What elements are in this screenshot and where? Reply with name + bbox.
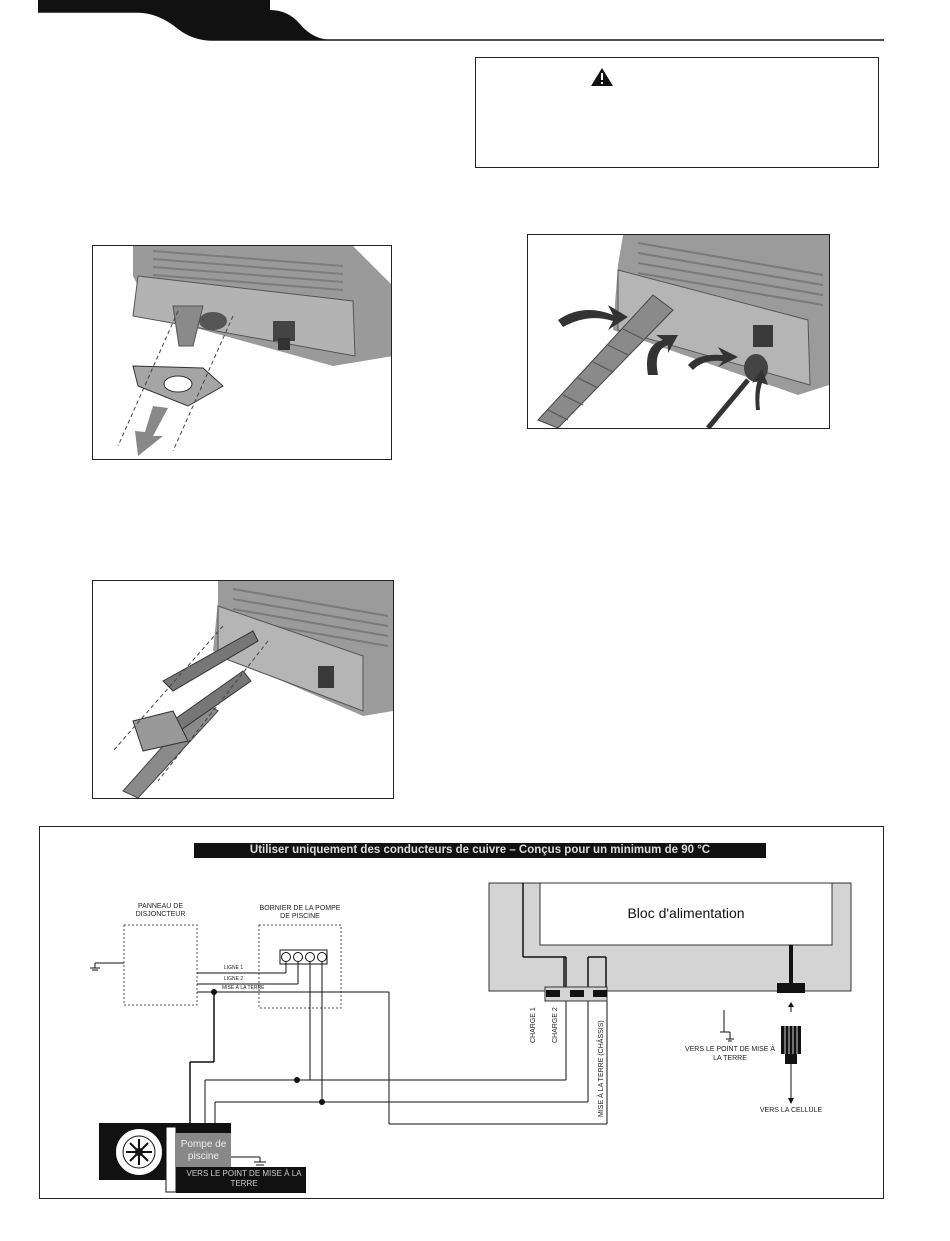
wiring-diagram: Utiliser uniquement des conducteurs de c… [39,826,884,1199]
to-ground-point-label: VERS LE POINT DE MISE À LA TERRE [684,1046,776,1062]
charge2-label: CHARGE 2 [552,1007,559,1043]
wiring-banner [194,843,766,858]
pump-ground-label: VERS LE POINT DE MISE À LA TERRE [186,1169,302,1188]
figure-gasket-removal [92,245,392,460]
figure-conduit-insertion [527,234,830,429]
header-bar [38,0,884,42]
panel-label: PANNEAU DE DISJONCTEUR [135,903,186,918]
ground-chassis-label: MISE À LA TERRE (CHÂSSIS) [598,1020,605,1117]
warning-box [475,57,879,168]
line1-label: LIGNE 1 [224,965,244,971]
line2-label: LIGNE 2 [224,976,244,982]
power-block-label: Bloc d'alimentation [627,905,745,921]
charge1-label: CHARGE 1 [530,1007,537,1043]
terminal-block-label: BORNIER DE LA POMPE DE PISCINE [259,905,341,920]
figure-bracket-assembly [92,580,394,799]
to-cell-label: VERS LA CELLULE [759,1107,823,1114]
pump-label: Pompe de piscine [180,1139,227,1162]
wiring-banner-text: Utiliser uniquement des conducteurs de c… [249,844,711,856]
warning-triangle-icon [591,68,613,86]
ground-line-label: MISE À LA TERRE [222,985,265,991]
